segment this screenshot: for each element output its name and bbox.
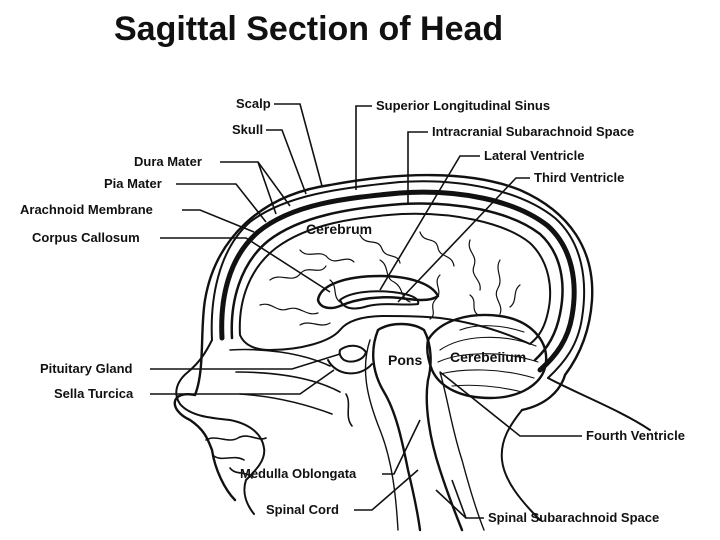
scalp-outline (173, 173, 594, 502)
skull-inner (219, 189, 577, 373)
label-sella-turcica: Sella Turcica (54, 386, 134, 401)
sella-shape (327, 359, 373, 375)
leader-arachnoid-membrane (182, 209, 255, 233)
label-scalp: Scalp (236, 96, 271, 111)
label-fourth-ventricle: Fourth Ventricle (586, 428, 685, 443)
label-third-ventricle: Third Ventricle (534, 170, 624, 185)
leader-fourth-ventricle (439, 371, 582, 437)
pituitary-shape (338, 344, 367, 363)
label-lateral-ventricle: Lateral Ventricle (484, 148, 584, 163)
corpus-callosum-shape (316, 274, 440, 310)
leader-intracranial-subarachnoid-space (407, 131, 428, 204)
neck-outline (500, 377, 651, 521)
face-outline (175, 339, 266, 515)
brainstem-shape (372, 322, 464, 532)
leader-spinal-subarachnoid-space-1 (451, 479, 484, 519)
leader-spinal-subarachnoid-space-2 (435, 489, 467, 519)
label-pituitary-gland: Pituitary Gland (40, 361, 133, 376)
head-illustration (173, 173, 651, 532)
label-medulla-oblongata: Medulla Oblongata (240, 466, 357, 481)
label-skull: Skull (232, 122, 263, 137)
ventricle-shape (339, 290, 420, 310)
label-cerebellum: Cerebeiium (450, 349, 526, 365)
leader-medulla-oblongata (382, 419, 421, 475)
label-intracranial-subarachnoid-space: Intracranial Subarachnoid Space (432, 124, 634, 139)
leader-superior-longitudinal-sinus (355, 105, 372, 190)
label-pia-mater: Pia Mater (104, 176, 162, 191)
leader-scalp (274, 103, 323, 187)
cerebellum-shape (426, 313, 548, 400)
spinal-canal-lines (364, 339, 485, 531)
brain-outline (230, 202, 564, 362)
leader-sella-turcica (150, 369, 335, 395)
cerebellum-folds (437, 325, 539, 393)
leader-skull (266, 129, 307, 195)
mouth-structures (205, 435, 267, 479)
nasal-cavity (229, 348, 353, 427)
leader-lateral-ventricle (379, 155, 480, 291)
label-corpus-callosum: Corpus Callosum (32, 230, 140, 245)
label-pons: Pons (388, 352, 422, 368)
diagram-title: Sagittal Section of Head (114, 10, 503, 48)
label-spinal-subarachnoid-space: Spinal Subarachnoid Space (488, 510, 659, 525)
leader-spinal-cord (354, 469, 419, 511)
gyri-lines (259, 231, 521, 326)
leader-corpus-callosum (160, 237, 331, 293)
leader-pia-mater (176, 183, 267, 223)
label-spinal-cord: Spinal Cord (266, 502, 339, 517)
cerebrum-surface (238, 212, 552, 351)
label-arachnoid-membrane: Arachnoid Membrane (20, 202, 153, 217)
label-superior-longitudinal-sinus: Superior Longitudinal Sinus (376, 98, 550, 113)
leader-third-ventricle (397, 177, 530, 303)
label-dura-mater: Dura Mater (134, 154, 202, 169)
label-cerebrum: Cerebrum (306, 221, 372, 237)
skull-outer (210, 180, 586, 379)
leader-pituitary-gland (150, 353, 341, 370)
leader-dura-mater-2 (257, 161, 277, 215)
